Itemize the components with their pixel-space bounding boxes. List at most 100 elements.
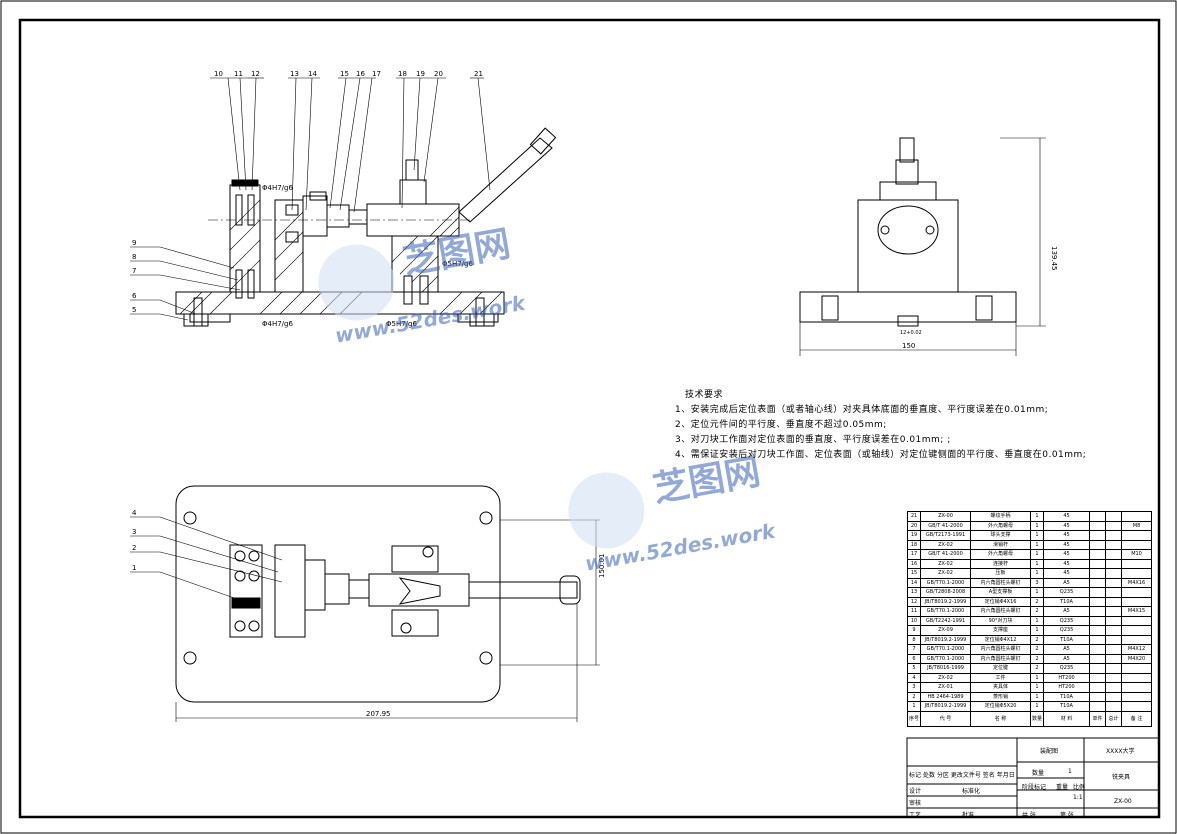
top-view bbox=[130, 485, 600, 722]
bom-cell-weight bbox=[1105, 672, 1123, 683]
bom-cell-name: 工件 bbox=[970, 672, 1032, 683]
bom-cell-qty: 2 bbox=[1030, 606, 1045, 617]
bom-cell-code: JB/T8019.2-1999 bbox=[920, 701, 972, 712]
bom-cell-weight bbox=[1089, 606, 1107, 617]
bom-cell-weight bbox=[1105, 530, 1123, 541]
callout-18: 18 bbox=[398, 70, 407, 78]
bom-cell-mat: A5 bbox=[1043, 606, 1091, 617]
bom-cell-mat: 45 bbox=[1043, 539, 1091, 550]
bom-cell-weight bbox=[1089, 634, 1107, 645]
bom-cell-mat: Q235 bbox=[1043, 615, 1091, 626]
bom-cell-qty: 2 bbox=[1030, 644, 1045, 655]
bom-cell-name: 定位销Φ5X20 bbox=[970, 701, 1032, 712]
bom-cell-qty: 1 bbox=[1030, 691, 1045, 702]
bom-cell-weight bbox=[1089, 644, 1107, 655]
bom-cell-mat: 45 bbox=[1043, 520, 1091, 531]
bom-cell-note: M8 bbox=[1121, 520, 1153, 531]
bom-cell-no: 18 bbox=[906, 539, 922, 550]
bom-cell-note bbox=[1121, 634, 1153, 645]
bom-cell-no: 1 bbox=[906, 701, 922, 712]
bom-cell-name: 内六角圆柱头螺钉 bbox=[970, 644, 1032, 655]
bom-cell-code: GB/T 41-2000 bbox=[920, 520, 972, 531]
bom-cell-name: 内六角圆柱头螺钉 bbox=[970, 653, 1032, 664]
bom-cell-no: 5 bbox=[906, 663, 922, 674]
part-name: 铣夹具 bbox=[1112, 774, 1131, 781]
weight-label: 重量 bbox=[1056, 784, 1069, 791]
bom-cell-weight bbox=[1089, 653, 1107, 664]
sheets-total: 共 张 bbox=[1022, 812, 1036, 819]
bom-cell-code: JB/T8019.2-1999 bbox=[920, 634, 972, 645]
requirements-title: 技术要求 bbox=[685, 390, 724, 400]
bom-cell-note bbox=[1121, 701, 1153, 712]
bom-cell-qty: 1 bbox=[1030, 701, 1045, 712]
bom-cell-no: 8 bbox=[906, 634, 922, 645]
dim-height: 139.45 bbox=[1050, 246, 1058, 271]
bom-cell-mat: T10A bbox=[1043, 634, 1091, 645]
bom-cell-note bbox=[1121, 682, 1153, 693]
bom-cell-weight bbox=[1089, 520, 1107, 531]
bom-cell-no: 16 bbox=[906, 558, 922, 569]
bom-cell-mat: 45 bbox=[1043, 549, 1091, 560]
bom-cell-no: 15 bbox=[906, 568, 922, 579]
bom-cell-code: GB/T2808-2008 bbox=[920, 587, 972, 598]
bom-cell-weight bbox=[1089, 568, 1107, 579]
bom-cell-no: 6 bbox=[906, 653, 922, 664]
bom-cell-mat: A5 bbox=[1043, 644, 1091, 655]
title-block-frame bbox=[906, 737, 1160, 818]
requirement-item: 2、定位元件间的平行度、垂直度不超过0.05mm; bbox=[675, 420, 887, 430]
callout-15: 15 bbox=[340, 70, 349, 78]
side-view-dimensions: 139.45 150 12+0.02 bbox=[900, 246, 1058, 350]
bom-cell-mat: A5 bbox=[1043, 653, 1091, 664]
bom-cell-note bbox=[1121, 530, 1153, 541]
bom-cell-weight bbox=[1105, 606, 1123, 617]
bom-cell-weight bbox=[1089, 701, 1107, 712]
school-name: XXXX大学 bbox=[1106, 748, 1135, 755]
bom-cell-note: M4X16 bbox=[1121, 577, 1153, 588]
bom-cell-code: HB 2464-1989 bbox=[920, 691, 972, 702]
callout-5: 5 bbox=[132, 306, 136, 314]
approve-label: 批准 bbox=[962, 812, 975, 819]
fit-label-c: Φ4H7/g6 bbox=[262, 320, 293, 328]
bom-cell-note: M4X20 bbox=[1121, 653, 1153, 664]
bom-cell-mat: T10A bbox=[1043, 701, 1091, 712]
bom-cell-code: ZX-09 bbox=[920, 625, 972, 636]
bom-cell-qty: 1 bbox=[1030, 587, 1045, 598]
rev-header: 标记 处数 分区 更改文件号 签名 年月日 bbox=[909, 772, 1015, 779]
dim-width-side: 150 bbox=[902, 342, 915, 350]
scale-label: 比例 bbox=[1073, 784, 1086, 791]
bom-header-mat: 材 料 bbox=[1043, 710, 1091, 727]
bom-header-note: 备 注 bbox=[1121, 710, 1153, 727]
bom-cell-note bbox=[1121, 691, 1153, 702]
bom-cell-weight bbox=[1105, 539, 1123, 550]
design-label: 设计 bbox=[909, 788, 922, 795]
bom-cell-no: 14 bbox=[906, 577, 922, 588]
bom-cell-qty: 1 bbox=[1030, 539, 1045, 550]
bom-cell-no: 11 bbox=[906, 606, 922, 617]
bom-cell-mat: T10A bbox=[1043, 596, 1091, 607]
bom-cell-name: 外六角螺母 bbox=[970, 520, 1032, 531]
bom-cell-weight bbox=[1089, 558, 1107, 569]
bom-cell-no: 19 bbox=[906, 530, 922, 541]
bom-cell-mat: HT200 bbox=[1043, 672, 1091, 683]
bom-cell-no: 2 bbox=[906, 691, 922, 702]
bom-header-total: 总计 bbox=[1105, 710, 1123, 727]
bom-cell-no: 21 bbox=[906, 511, 922, 522]
bom-header-unit: 单件 bbox=[1089, 710, 1107, 727]
bom-cell-code: ZX-02 bbox=[920, 568, 972, 579]
bom-cell-weight bbox=[1089, 672, 1107, 683]
bom-cell-note bbox=[1121, 587, 1153, 598]
bom-cell-name: 定位键 bbox=[970, 663, 1032, 674]
bom-cell-code: GB/T70.1-2000 bbox=[920, 606, 972, 617]
bom-cell-code: GB/T2242-1991 bbox=[920, 615, 972, 626]
fit-label-a: Φ4H7/g6 bbox=[262, 184, 293, 192]
callout-6: 6 bbox=[132, 292, 137, 300]
bom-cell-weight bbox=[1105, 701, 1123, 712]
bom-cell-mat: Q235 bbox=[1043, 587, 1091, 598]
callout-21: 21 bbox=[474, 70, 483, 78]
